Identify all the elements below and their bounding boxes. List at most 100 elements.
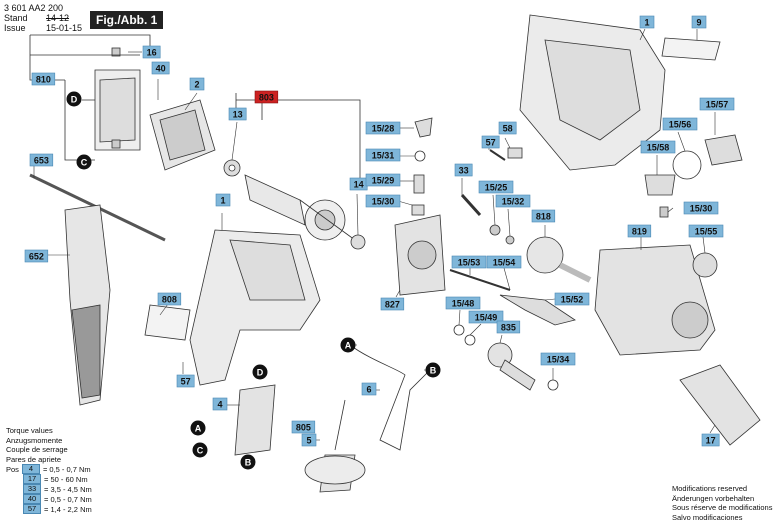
part-label: 2: [189, 77, 205, 91]
part-label: 13: [228, 107, 247, 121]
part-label-box: [228, 107, 247, 121]
part-label-box: [699, 97, 735, 111]
part-label-text: 58: [503, 124, 513, 134]
part-label-box: [481, 135, 500, 149]
part-label: 835: [496, 320, 521, 334]
part-label-text: 9: [696, 18, 701, 28]
part-label: 818: [531, 209, 556, 223]
part-label-text: 827: [385, 300, 400, 310]
part-label-text: 15/56: [669, 120, 692, 130]
part-label: 15/28: [365, 121, 401, 135]
part-label: 827: [380, 297, 405, 311]
part-label-box: [640, 140, 676, 154]
connector-marker-circle: [192, 442, 208, 458]
part-label-box: [31, 72, 56, 86]
part-label: 803: [254, 90, 279, 104]
part-label: 15/57: [699, 97, 735, 111]
part-label: 15/32: [495, 194, 531, 208]
modifications-en: Modifications reserved: [672, 484, 748, 493]
part-label-box: [142, 45, 161, 59]
part-label-box: [365, 194, 401, 208]
modifications-de: Änderungen vorbehalten: [672, 493, 755, 503]
part-label-box: [445, 296, 481, 310]
torque-value: = 1,4 - 2,2 Nm: [44, 504, 92, 514]
part-label: 805: [291, 420, 316, 434]
issue-row: Issue 15-01-15: [4, 23, 82, 33]
torque-value: = 50 - 60 Nm: [44, 474, 88, 484]
part-label: 33: [454, 163, 473, 177]
stand-value: 14-12: [46, 13, 70, 23]
part-label-box: [691, 15, 707, 29]
part-label-text: 818: [536, 212, 551, 222]
part-label-box: [151, 61, 170, 75]
part-label-box: [189, 77, 205, 91]
part-label-text: 819: [632, 227, 647, 237]
part-label: 15/48: [445, 296, 481, 310]
torque-row: 17 = 50 - 60 Nm: [6, 474, 92, 485]
connector-marker: A: [340, 337, 356, 353]
part-label-text: 15/52: [561, 295, 584, 305]
part-label-text: 15/54: [493, 258, 516, 268]
torque-pos: 33: [23, 484, 41, 495]
connector-marker-letter: B: [430, 366, 437, 376]
connector-marker-circle: [66, 91, 82, 107]
part-label-box: [29, 153, 54, 167]
part-label-box: [301, 433, 317, 447]
part-label-box: [701, 433, 720, 447]
modifications-es: Salvo modificaciones: [672, 512, 743, 522]
part-label-text: 805: [296, 423, 311, 433]
modifications-notice: Modifications reserved Änderungen vorbeh…: [672, 484, 772, 522]
figure-label: Fig./Abb. 1: [90, 11, 164, 29]
part-label-box: [176, 374, 195, 388]
part-label-box: [478, 180, 514, 194]
part-label: 57: [481, 135, 500, 149]
torque-pos: 40: [23, 494, 41, 505]
torque-row: 33 = 3,5 - 4,5 Nm: [6, 484, 92, 495]
connector-marker-letter: B: [245, 458, 252, 468]
part-label-text: 5: [306, 436, 311, 446]
modifications-fr: Sous réserve de modifications: [672, 503, 773, 513]
part-labels: 16810402803131465365218085748055615/2815…: [24, 15, 735, 447]
connector-marker: C: [192, 442, 208, 458]
part-label: 15/58: [640, 140, 676, 154]
torque-value: = 0,5 - 0,7 Nm: [44, 494, 92, 504]
torque-title-en: Torque values: [6, 426, 53, 435]
part-label-box: [291, 420, 316, 434]
part-label-box: [531, 209, 556, 223]
part-label: 808: [157, 292, 182, 306]
part-label-text: 2: [194, 80, 199, 90]
part-label: 16: [142, 45, 161, 59]
part-label: 1: [215, 193, 231, 207]
part-label-text: 15/29: [372, 176, 395, 186]
part-label-text: 4: [217, 400, 222, 410]
torque-value: = 0,5 - 0,7 Nm: [42, 464, 91, 474]
part-label: 15/53: [451, 255, 487, 269]
torque-pos: 17: [23, 474, 41, 485]
stand-label: Stand: [4, 13, 28, 23]
part-label-box: [365, 148, 401, 162]
connector-marker: C: [76, 154, 92, 170]
part-label: 15/52: [554, 292, 590, 306]
part-label-box: [451, 255, 487, 269]
part-label-text: 15/25: [485, 183, 508, 193]
part-label: 4: [212, 397, 228, 411]
part-label: 1: [639, 15, 655, 29]
part-label-text: 40: [156, 64, 166, 74]
part-label-text: 15/32: [502, 197, 525, 207]
torque-row: 40 = 0,5 - 0,7 Nm: [6, 494, 92, 505]
part-label: 40: [151, 61, 170, 75]
part-label-text: 15/28: [372, 124, 395, 134]
part-label-text: 13: [233, 110, 243, 120]
part-label-text: 15/30: [690, 204, 713, 214]
part-label: 810: [31, 72, 56, 86]
part-label-text: 15/49: [475, 313, 498, 323]
part-label-box: [454, 163, 473, 177]
part-label-box: [639, 15, 655, 29]
part-label-box: [254, 90, 279, 104]
stand-row: Stand 14-12: [4, 13, 82, 23]
part-label-box: [365, 121, 401, 135]
part-label: 6: [361, 382, 377, 396]
part-label-text: 835: [501, 323, 516, 333]
part-label: 15/25: [478, 180, 514, 194]
